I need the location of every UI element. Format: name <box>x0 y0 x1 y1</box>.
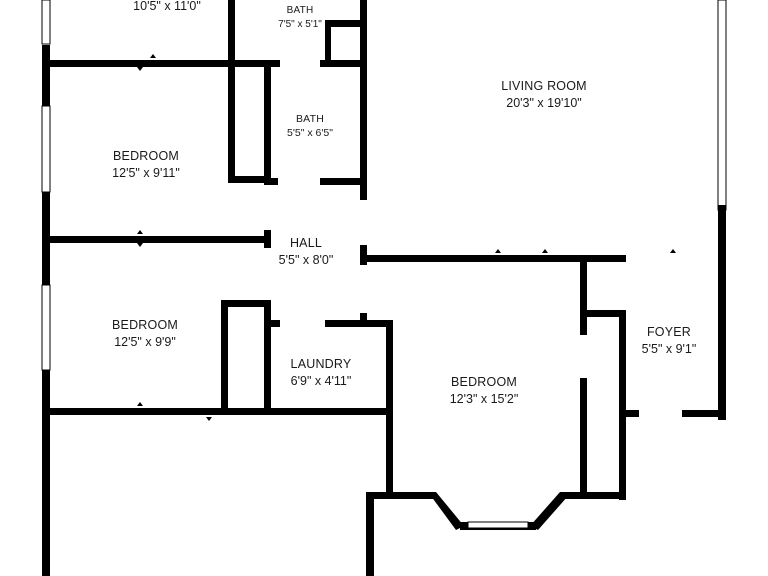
tick-5 <box>495 249 501 253</box>
room-name: LIVING ROOM <box>501 79 587 93</box>
wall-bath-mid-bottom-right <box>320 178 367 185</box>
room-dims: 12'3" x 15'2" <box>449 391 519 406</box>
window-left-2 <box>41 105 51 193</box>
room-name: BATH <box>286 5 314 16</box>
room-name: FOYER <box>646 325 692 339</box>
wall-bay-left-diagonal <box>428 492 464 530</box>
wall-laundry-right <box>386 320 393 495</box>
wall-bath-top-niche <box>325 20 331 60</box>
wall-closet-lower-right <box>264 300 271 415</box>
wall-bedrooms-divider <box>42 236 271 243</box>
wall-bath-top-shelf <box>325 20 363 27</box>
wall-closet-lower-top <box>221 300 271 307</box>
room-dims: 6'9" x 4'11" <box>290 373 352 388</box>
room-name: BATH <box>295 113 325 125</box>
room-dims: 5'5" x 8'0" <box>278 252 334 267</box>
room-label-laundry: LAUNDRY 6'9" x 4'11" <box>291 356 352 390</box>
wall-bedroom-bay-right <box>580 378 587 493</box>
wall-closet-foyer-bottom <box>580 310 626 317</box>
tick-1 <box>150 54 156 58</box>
wall-hall-right-stub <box>360 313 367 327</box>
wall-bay-left-base <box>366 492 434 499</box>
wall-bath-top-right <box>360 0 367 200</box>
room-dims: 12'5" x 9'11" <box>112 165 180 180</box>
wall-foyer-left <box>619 310 626 500</box>
room-label-bath-top: BATH 7'5" x 5'1" <box>278 4 322 31</box>
wall-closet-upper <box>228 67 235 182</box>
tick-3 <box>137 230 143 234</box>
wall-hall-left-stub <box>264 230 271 248</box>
room-dims: 5'5" x 9'1" <box>641 341 697 356</box>
tick-9 <box>137 402 143 406</box>
room-label-bedroom-bay: BEDROOM 12'3" x 15'2" <box>450 374 519 408</box>
room-label-bedroom-lower: BEDROOM 12'5" x 9'9" <box>112 317 178 351</box>
wall-foyer-bottom-left <box>619 410 639 417</box>
window-left-1 <box>41 0 51 45</box>
wall-bay-right-base <box>560 492 626 499</box>
room-dims: 20'3" x 19'10" <box>506 95 582 110</box>
wall-closet-upper-bottom <box>228 176 271 183</box>
wall-lower-room-top <box>42 408 392 415</box>
room-name: BEDROOM <box>112 149 179 163</box>
tick-6 <box>542 249 548 253</box>
tick-2 <box>137 67 143 71</box>
room-label-hall: HALL 5'5" x 8'0" <box>279 235 334 269</box>
tick-7 <box>670 249 676 253</box>
room-label-living-room: LIVING ROOM 20'3" x 19'10" <box>501 78 587 112</box>
wall-bath-top-bottom <box>228 60 280 67</box>
wall-bath-top-left <box>228 0 235 67</box>
room-label-bedroom-top-left: 10'5" x 11'0" <box>133 0 201 15</box>
window-left-3 <box>41 284 51 371</box>
wall-closet-lower-left <box>221 300 228 415</box>
room-name: HALL <box>289 236 323 250</box>
wall-living-bottom <box>360 255 626 262</box>
tick-4 <box>137 243 143 247</box>
wall-bath-top-bottom-right <box>320 60 366 67</box>
wall-laundry-top-left <box>264 320 280 327</box>
room-dims: 5'5" x 6'5" <box>287 127 333 140</box>
window-right <box>717 0 727 211</box>
room-name: BEDROOM <box>112 318 178 332</box>
wall-laundry-top-right <box>325 320 393 327</box>
wall-bath-mid-left <box>264 60 271 185</box>
room-dims: 12'5" x 9'9" <box>114 334 176 349</box>
tick-8 <box>206 417 212 421</box>
window-bay <box>467 521 529 529</box>
room-dims: 10'5" x 11'0" <box>133 0 201 13</box>
room-label-foyer: FOYER 5'5" x 9'1" <box>642 324 697 358</box>
room-dims: 7'5" x 5'1" <box>278 18 322 30</box>
wall-bay-right-diagonal <box>530 492 568 530</box>
room-name: LAUNDRY <box>290 357 352 371</box>
wall-exterior-right <box>718 205 726 420</box>
wall-top-bedroom-bottom <box>42 60 271 67</box>
wall-lower-stair-right <box>366 492 374 576</box>
wall-foyer-bottom-right <box>682 410 726 417</box>
room-label-bath-middle: BATH 5'5" x 6'5" <box>287 112 333 140</box>
room-name: BEDROOM <box>451 375 517 389</box>
wall-closet-foyer-left <box>580 255 587 335</box>
room-label-bedroom-upper: BEDROOM 12'5" x 9'11" <box>112 148 180 182</box>
